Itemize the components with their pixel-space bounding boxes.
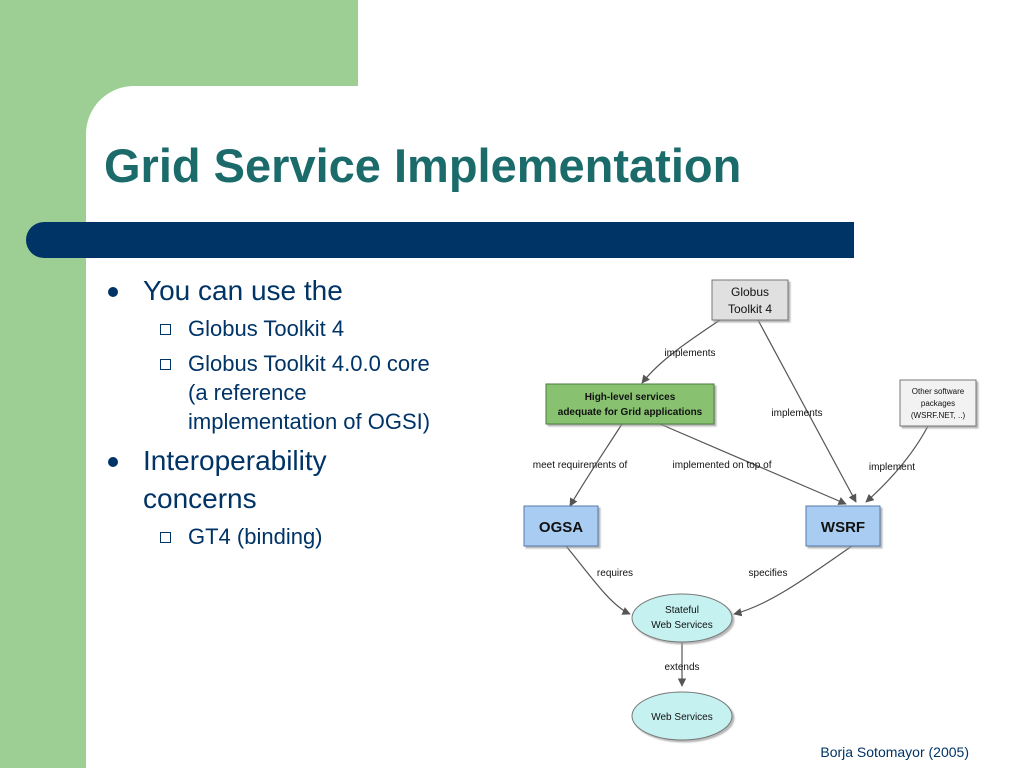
svg-text:WSRF: WSRF: [821, 519, 865, 536]
node-other-software: Other software packages (WSRF.NET, ..): [899, 379, 977, 427]
sub-bullet-text: Globus Toolkit 4.0.0 core (a reference i…: [188, 351, 431, 434]
bullet-text: Interoperability concerns: [143, 445, 327, 514]
edge-label-implements: implements: [771, 408, 822, 419]
svg-text:Web Services: Web Services: [651, 712, 713, 723]
bullet-dot-icon: [108, 287, 118, 297]
node-globus-toolkit: Globus Toolkit 4: [711, 279, 789, 321]
edge-label-implement: implement: [869, 462, 915, 473]
sub-bullet-item: Globus Toolkit 4.0.0 core (a reference i…: [102, 349, 502, 436]
sub-bullet-item: Globus Toolkit 4: [102, 314, 502, 343]
edge-label-implemented-on-top: implemented on top of: [673, 460, 772, 471]
svg-text:(WSRF.NET, ..): (WSRF.NET, ..): [911, 411, 966, 420]
title-underline-bar: [26, 222, 854, 258]
bullet-dot-icon: [108, 457, 118, 467]
edge-globus-highlevel: [641, 319, 721, 384]
edge-label-specifies: specifies: [749, 568, 788, 579]
svg-text:Toolkit 4: Toolkit 4: [728, 302, 772, 316]
edge-wsrf-stateful: [733, 545, 853, 617]
edge-other-wsrf: [865, 425, 929, 503]
edge-label-meet-requirements: meet requirements of: [533, 460, 628, 471]
checkbox-bullet-icon: [160, 359, 171, 370]
gt4-architecture-diagram: implements implements implement meet req…: [523, 279, 977, 741]
edge-label-extends: extends: [664, 662, 699, 673]
slide-title: Grid Service Implementation: [104, 139, 742, 192]
svg-text:Other software: Other software: [912, 387, 965, 396]
node-wsrf: WSRF: [805, 505, 881, 547]
sub-bullet-text: Globus Toolkit 4: [188, 316, 345, 341]
edge-label-requires: requires: [597, 568, 633, 579]
svg-text:packages: packages: [921, 399, 955, 408]
edge-globus-wsrf: [757, 319, 857, 503]
bullet-text: You can use the: [143, 275, 343, 306]
edge-highlevel-wsrf: [659, 423, 847, 505]
svg-text:Stateful: Stateful: [665, 605, 699, 616]
sub-bullet-text: GT4 (binding): [188, 524, 323, 549]
node-high-level-services: High-level services adequate for Grid ap…: [545, 383, 715, 425]
svg-text:High-level services: High-level services: [585, 392, 676, 403]
edge-ogsa-stateful: [565, 545, 631, 615]
svg-text:OGSA: OGSA: [539, 519, 583, 536]
slide-footer-credit: Borja Sotomayor (2005): [820, 744, 969, 760]
node-stateful-web-services: Stateful Web Services: [631, 593, 733, 643]
node-ogsa: OGSA: [523, 505, 599, 547]
slide-content-area: [86, 86, 1024, 768]
checkbox-bullet-icon: [160, 532, 171, 543]
bullet-item: You can use the: [102, 272, 502, 310]
sub-bullet-item: GT4 (binding): [102, 522, 502, 551]
checkbox-bullet-icon: [160, 324, 171, 335]
node-web-services: Web Services: [631, 691, 733, 741]
svg-text:Globus: Globus: [731, 285, 769, 299]
edge-highlevel-ogsa: [569, 423, 623, 507]
svg-text:Web Services: Web Services: [651, 620, 713, 631]
bullet-item: Interoperability concerns: [102, 442, 502, 518]
bullet-list: You can use the Globus Toolkit 4 Globus …: [102, 272, 502, 557]
svg-text:adequate for Grid applications: adequate for Grid applications: [558, 407, 703, 418]
edge-label-implements: implements: [664, 348, 715, 359]
